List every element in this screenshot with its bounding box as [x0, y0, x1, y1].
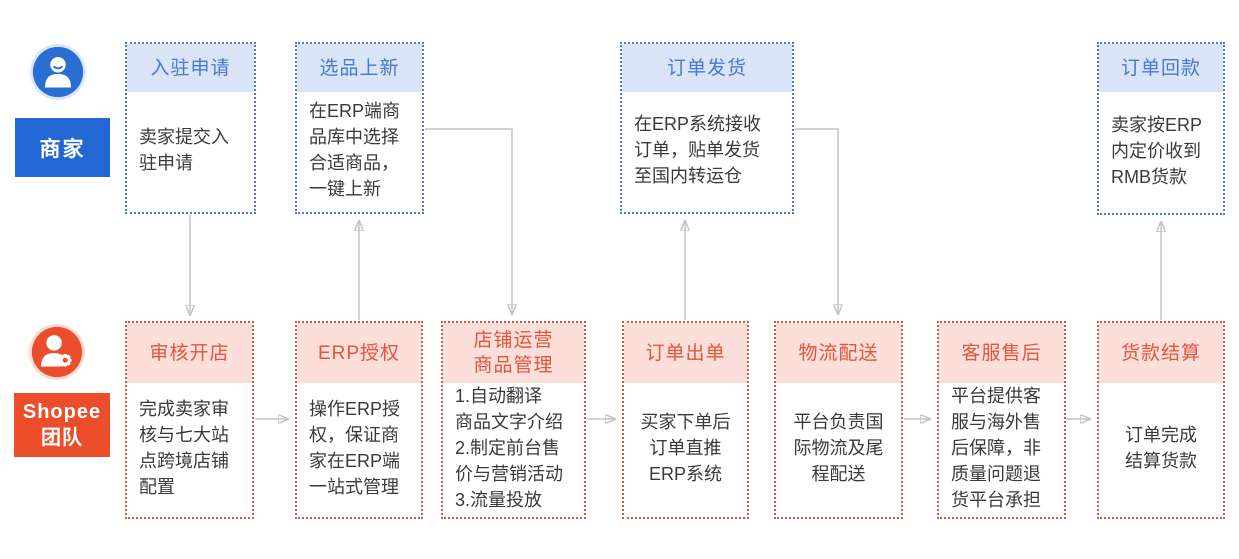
flow-box-payment-return: 订单回款 卖家按ERP 内定价收到 RMB货款	[1097, 42, 1225, 215]
box-body-logistics: 平台负责国 际物流及尾 程配送	[793, 412, 884, 484]
box-body-payment-return: 卖家按ERP 内定价收到 RMB货款	[1111, 114, 1203, 187]
box-title-logistics: 物流配送	[776, 323, 901, 383]
box-title-apply: 入驻申请	[127, 44, 254, 92]
merchant-lane-label: 商家	[15, 118, 110, 177]
shopee-team-avatar	[28, 323, 86, 381]
merchant-avatar	[29, 43, 87, 101]
box-body-customer-service: 平台提供客 服与海外售 后保障，非 质量问题退 货平台承担	[951, 386, 1041, 510]
arrow-select-to-operate	[425, 128, 512, 314]
shopee-lane-label: Shopee 团队	[14, 393, 110, 457]
box-body-store-operation: 1.自动翻译 商品文字介绍 2.制定前台售 价与营销活动 3.流量投放	[455, 386, 563, 510]
person-icon	[29, 43, 87, 101]
box-body-apply: 卖家提交入 驻申请	[139, 127, 229, 173]
merchant-lane-text: 商家	[39, 137, 86, 161]
box-body-select-products: 在ERP端商 品库中选择 合适商品， 一键上新	[309, 101, 401, 199]
flow-box-erp-authorization: ERP授权 操作ERP授 权，保证商 家在ERP端 一站式管理	[295, 321, 423, 519]
shopee-lane-text-en: Shopee	[22, 401, 102, 423]
box-body-review-open-store: 完成卖家审 核与七大站 点跨境店铺 配置	[139, 399, 229, 497]
shopee-lane-text-cn: 团队	[41, 427, 83, 449]
flow-box-select-products: 选品上新 在ERP端商 品库中选择 合适商品， 一键上新	[295, 42, 424, 214]
flow-box-apply: 入驻申请 卖家提交入 驻申请	[125, 42, 256, 214]
flow-box-review-open-store: 审核开店 完成卖家审 核与七大站 点跨境店铺 配置	[125, 321, 254, 519]
box-title-order-out: 订单出单	[624, 323, 747, 383]
box-body-order-shipping: 在ERP系统接收 订单，贴单发货 至国内转运仓	[634, 114, 762, 186]
flow-box-store-operation: 店铺运营 商品管理 1.自动翻译 商品文字介绍 2.制定前台售 价与营销活动 3…	[441, 321, 586, 519]
flow-box-order-shipping: 订单发货 在ERP系统接收 订单，贴单发货 至国内转运仓	[620, 42, 794, 214]
arrow-ship-to-logistics	[795, 128, 838, 314]
box-title-review-open-store: 审核开店	[127, 323, 252, 383]
box-title-customer-service: 客服售后	[939, 323, 1064, 383]
box-body-order-out: 买家下单后 订单直推 ERP系统	[640, 412, 731, 484]
flow-box-order-out: 订单出单 买家下单后 订单直推 ERP系统	[622, 321, 749, 519]
flow-box-logistics: 物流配送 平台负责国 际物流及尾 程配送	[774, 321, 903, 519]
person-gear-icon	[28, 323, 86, 381]
flow-box-settlement: 货款结算 订单完成 结算货款	[1097, 321, 1225, 519]
box-title-erp-authorization: ERP授权	[297, 323, 421, 383]
box-body-erp-authorization: 操作ERP授 权，保证商 家在ERP端 一站式管理	[309, 399, 401, 497]
box-title-store-operation: 店铺运营 商品管理	[443, 323, 584, 383]
box-title-order-shipping: 订单发货	[622, 44, 792, 92]
box-title-settlement: 货款结算	[1099, 323, 1223, 383]
flow-box-customer-service: 客服售后 平台提供客 服与海外售 后保障，非 质量问题退 货平台承担	[937, 321, 1066, 519]
box-body-settlement: 订单完成 结算货款	[1125, 425, 1197, 471]
box-title-select-products: 选品上新	[297, 44, 422, 92]
box-title-payment-return: 订单回款	[1099, 44, 1223, 92]
